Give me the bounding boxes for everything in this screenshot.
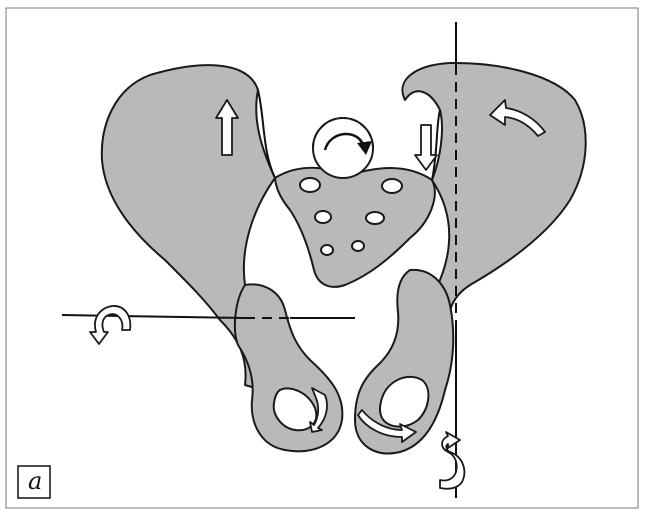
left-rotation-arrow-icon [90, 306, 130, 344]
sacral-foramen [300, 178, 320, 192]
sacral-foramen [382, 179, 402, 193]
sacral-foramen [352, 241, 364, 251]
panel-label: a [28, 467, 42, 495]
sacral-foramen [315, 211, 331, 223]
sacral-foramen [321, 245, 333, 255]
sacral-foramen [366, 212, 384, 224]
bottom-rotation-arrow-icon [440, 432, 464, 489]
